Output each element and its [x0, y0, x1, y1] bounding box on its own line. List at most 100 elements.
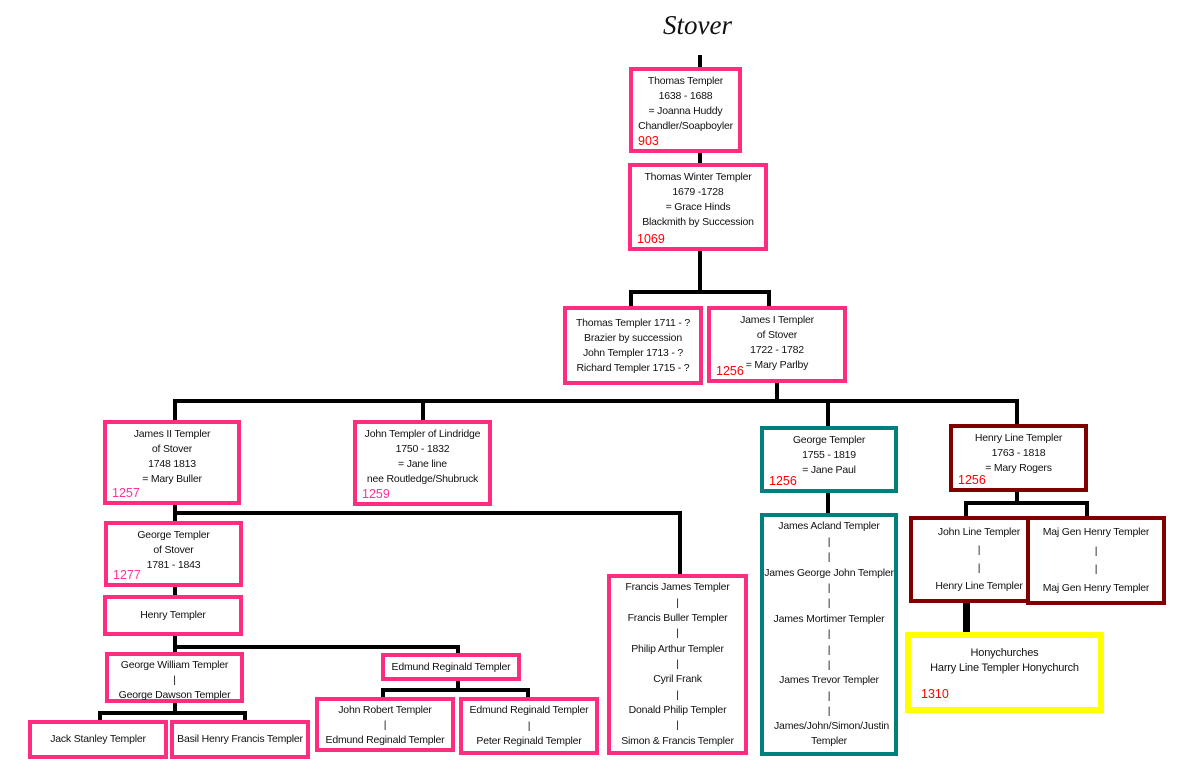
person-text: Henry Line Templer — [935, 580, 1023, 592]
descent-line: | — [527, 719, 531, 732]
connector — [767, 290, 771, 307]
descent-line: | — [827, 597, 831, 610]
person-text: Thomas Templer — [647, 75, 724, 87]
connector — [826, 399, 830, 427]
descent-line: | — [1094, 544, 1098, 557]
connector — [698, 152, 702, 164]
person-text: of Stover — [756, 329, 798, 341]
descent-line: | — [827, 581, 831, 594]
person-text: James Mortimer Templer — [773, 612, 885, 625]
connector — [698, 250, 702, 293]
person-text: Donald Philip Templer — [628, 703, 727, 716]
person-text: John Robert Templer — [338, 704, 432, 716]
person-text: = Grace Hinds — [665, 201, 731, 213]
person-text: = Mary Rogers — [985, 462, 1052, 474]
descent-line: | — [827, 535, 831, 548]
connector — [456, 645, 460, 654]
descent-line: | — [1094, 563, 1098, 576]
person-text: Henry Templer — [140, 609, 206, 621]
person-text: John Line Templer — [937, 526, 1021, 538]
person-box-maj-gen-henry-templer: Maj Gen Henry Templer||Maj Gen Henry Tem… — [1026, 516, 1166, 605]
descent-line: | — [827, 551, 831, 564]
person-text: Richard Templer 1715 - ? — [576, 361, 690, 374]
person-text: Edmund Reginald Templer — [391, 660, 511, 673]
connector — [173, 399, 1019, 403]
person-text: = Mary Buller — [142, 473, 202, 485]
connector — [964, 501, 1089, 505]
person-text: 1755 - 1819 — [802, 449, 856, 461]
person-text: George Templer — [137, 529, 210, 541]
connector — [381, 688, 530, 692]
connector — [173, 586, 177, 596]
person-box-francis-james-templer: Francis James Templer|Francis Buller Tem… — [607, 574, 748, 755]
person-text: George Dawson Templer — [118, 689, 231, 701]
descent-line: | — [827, 628, 831, 641]
connector — [526, 688, 530, 698]
connector — [173, 511, 682, 515]
person-text: Maj Gen Henry Templer — [1042, 581, 1150, 594]
person-text: Basil Henry Francis Templer — [177, 733, 303, 745]
person-text: George Templer — [792, 434, 866, 446]
connector — [964, 501, 968, 517]
person-text: James/John/Simon/Justin Templer — [774, 720, 890, 748]
reference-number: 1310 — [921, 687, 949, 701]
person-text: James I Templer — [740, 314, 814, 326]
person-box-edmund-reginald-templer: Edmund Reginald Templer — [381, 653, 521, 681]
person-text: Brazier by succession — [584, 331, 682, 344]
person-text: 1748 1813 — [148, 458, 196, 470]
person-text: Blackmith by Succession — [642, 216, 754, 228]
diagram-title: Stover — [663, 10, 732, 40]
person-text: 1781 - 1843 — [146, 559, 201, 571]
person-text: James George John Templer — [764, 566, 894, 579]
connector — [243, 711, 247, 721]
person-text: John Templer of Lindridge — [364, 428, 481, 440]
reference-number: 1259 — [362, 487, 390, 501]
person-text: = Jane line — [398, 458, 447, 470]
reference-number: 903 — [638, 134, 659, 148]
person-text: Jack Stanley Templer — [50, 733, 146, 745]
person-text: Henry Line Templer — [974, 432, 1063, 444]
connector — [629, 290, 633, 307]
person-text: James Trevor Templer — [779, 674, 879, 687]
connector — [98, 711, 102, 721]
person-box-john-line-templer: John Line Templer||Henry Line Templer — [909, 516, 1049, 603]
descent-line: | — [977, 544, 981, 556]
person-text: Thomas Templer 1711 - ? — [575, 316, 691, 329]
descent-line: | — [676, 719, 679, 732]
person-text: of Stover — [153, 544, 194, 556]
person-text: Thomas Winter Templer — [644, 171, 752, 183]
connector — [698, 55, 702, 68]
connector — [456, 680, 460, 691]
person-text: = Jane Paul — [802, 464, 856, 476]
connector — [173, 645, 460, 649]
connector — [1015, 399, 1019, 425]
connector — [1015, 491, 1019, 504]
connector — [381, 688, 385, 698]
person-box-james-acland-templer: James Acland Templer||James George John … — [760, 513, 898, 756]
person-text: = Joanna Huddy — [648, 105, 723, 117]
person-box-thomas-templer-1711: Thomas Templer 1711 - ? Brazier by succes… — [563, 306, 703, 385]
person-box-george-templer-of-stover: George Templer of Stover 1781 - 1843 1277 — [104, 521, 243, 587]
person-text: nee Routledge/Shubruck — [366, 473, 479, 485]
descent-line: | — [827, 689, 831, 702]
connector — [826, 492, 830, 514]
person-text: John Templer 1713 - ? — [582, 346, 684, 359]
person-box-john-robert-templer: John Robert Templer|Edmund Reginald Temp… — [315, 697, 455, 752]
reference-number: 1277 — [113, 568, 141, 582]
connector — [1085, 501, 1089, 517]
descent-line: | — [676, 688, 679, 701]
person-text: Francis James Templer — [625, 581, 730, 594]
reference-number: 1256 — [716, 364, 744, 378]
descent-line: | — [827, 643, 831, 656]
person-text: Edmund Reginald Templer — [325, 734, 445, 746]
person-text: Peter Reginald Templer — [476, 734, 582, 747]
connector — [173, 702, 177, 714]
person-text: Chandler/Soapboyler — [638, 120, 733, 132]
